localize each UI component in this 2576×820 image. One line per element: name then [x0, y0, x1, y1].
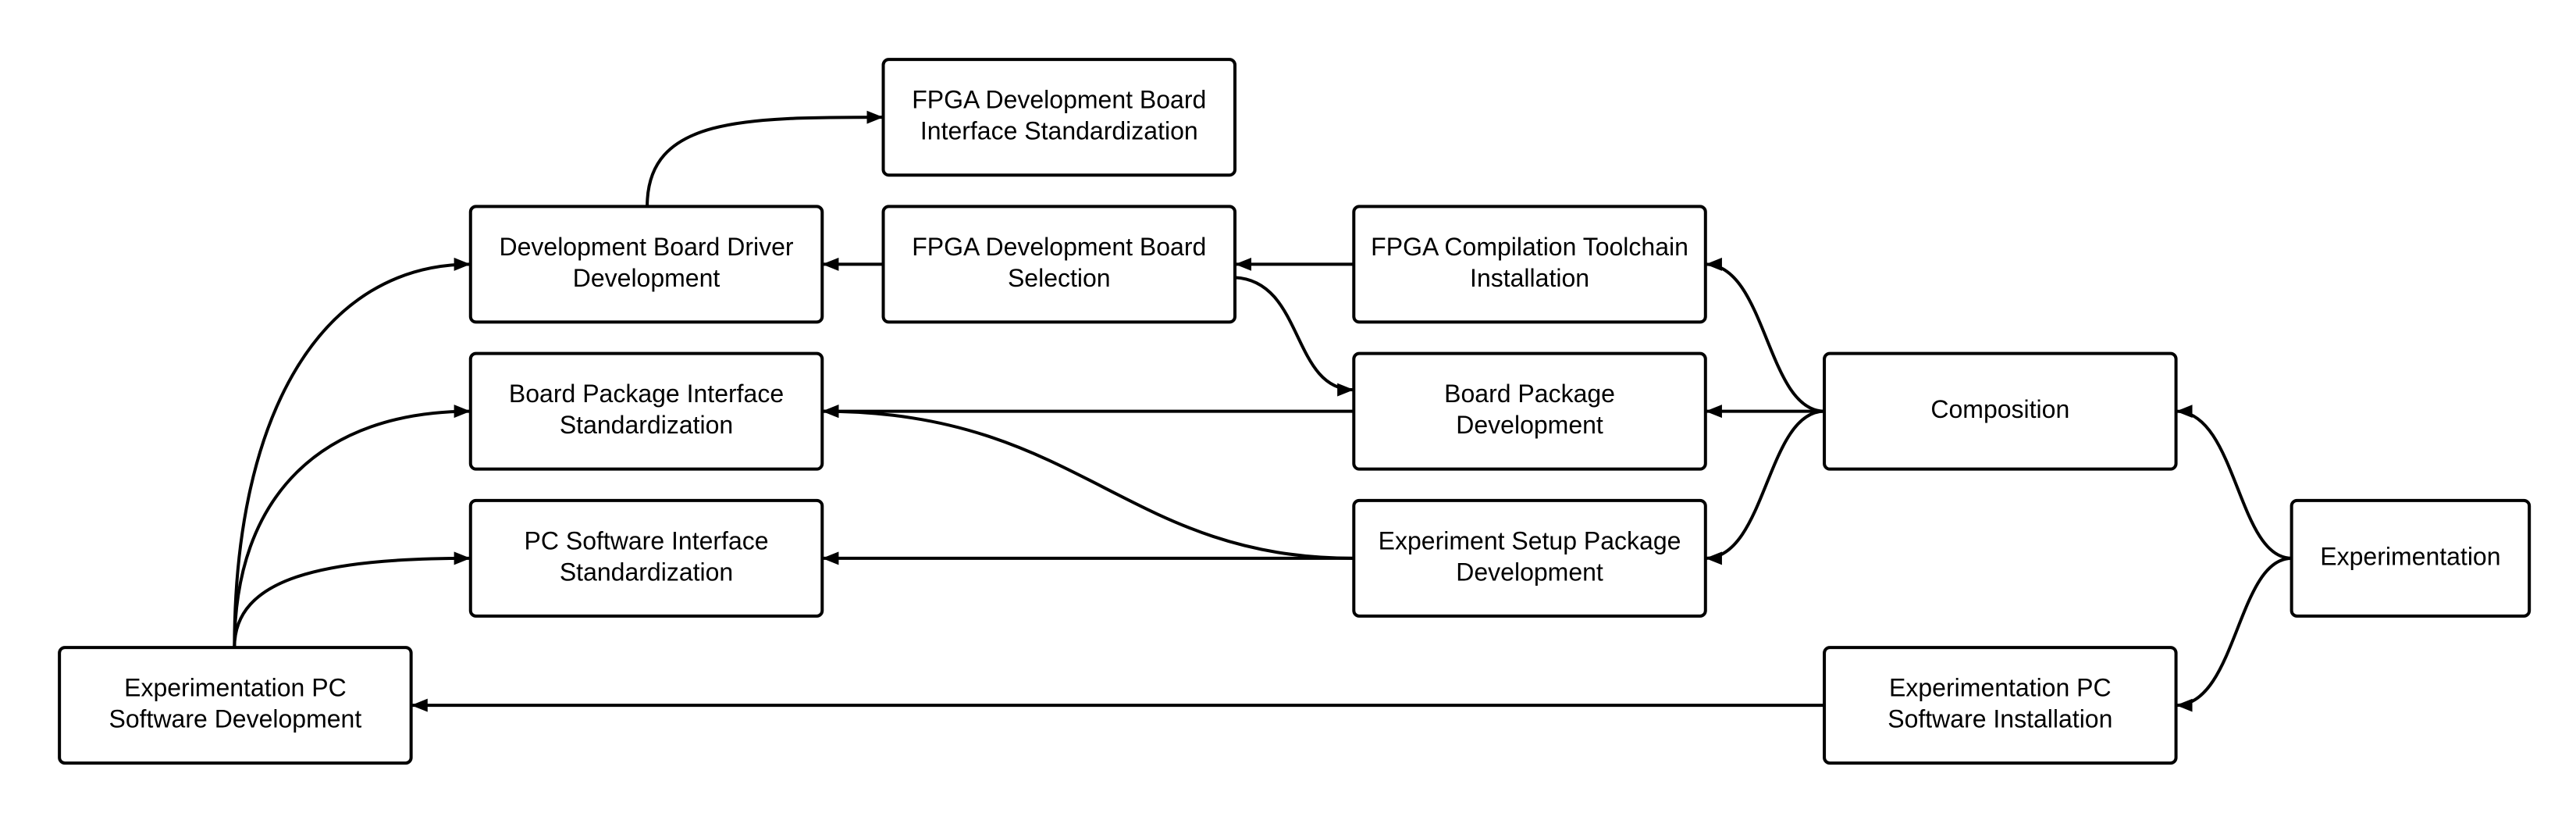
node-label-line: Installation [1470, 264, 1589, 292]
node-label-line: Development [1456, 411, 1603, 439]
edge-exp-pc-sw-dev-to-board-pkg-interface-std [234, 405, 470, 647]
node-label-line: PC Software Interface [525, 526, 769, 554]
node-exp-pc-sw-dev: Experimentation PC Software Development [58, 646, 413, 765]
node-label-line: Experimentation PC [1889, 674, 2112, 702]
node-label-line: Software Installation [1888, 705, 2112, 733]
edge-exp-pc-sw-dev-to-pc-sw-interface-std [234, 551, 470, 647]
edge-experimentation-to-exp-pc-sw-install [2176, 558, 2292, 712]
node-label-line: Experimentation [2320, 542, 2500, 570]
node-label-line: Development [573, 264, 720, 292]
node-box [468, 498, 824, 618]
node-label-line: Development Board Driver [499, 233, 793, 261]
node-label-line: Interface Standardization [920, 117, 1198, 145]
edge-fpga-selection-to-board-pkg-dev [1235, 277, 1354, 397]
node-label-line: Board Package Interface [509, 380, 784, 408]
node-experimentation: Experimentation [2290, 498, 2532, 618]
node-box [1823, 646, 2178, 765]
edge-driver-dev-to-fpga-interface-std [647, 110, 883, 206]
node-box [1352, 205, 1707, 324]
node-label-line: FPGA Development Board [912, 86, 1206, 114]
node-label-line: Board Package [1444, 380, 1615, 408]
edge-composition-to-toolchain-install [1706, 257, 1824, 411]
node-label-line: Standardization [560, 558, 733, 586]
edge-exp-pc-sw-dev-to-driver-dev [234, 257, 470, 647]
node-box [881, 58, 1237, 177]
node-box [1823, 351, 2178, 471]
node-label-line: Experiment Setup Package [1379, 526, 1681, 554]
node-box [881, 205, 1237, 324]
node-box [468, 205, 824, 324]
edge-composition-to-exp-setup-pkg-dev [1706, 412, 1824, 565]
node-label-line: Selection [1008, 264, 1111, 292]
node-box [1352, 351, 1707, 471]
node-box [468, 351, 824, 471]
node-box [1352, 498, 1707, 618]
edge-exp-setup-pkg-dev-to-board-pkg-interface-std [822, 405, 1354, 558]
node-label-line: Composition [1930, 395, 2069, 423]
node-label-line: FPGA Development Board [912, 233, 1206, 261]
edges [234, 110, 2292, 712]
node-label-line: Experimentation PC [124, 674, 347, 702]
node-label-line: Development [1456, 558, 1603, 586]
edge-experimentation-to-composition [2176, 405, 2292, 558]
node-label-line: FPGA Compilation Toolchain [1371, 233, 1688, 261]
node-composition: Composition [1823, 351, 2178, 471]
node-exp-pc-sw-install: Experimentation PC Software Installation [1823, 646, 2178, 765]
node-label-line: Standardization [560, 411, 733, 439]
node-box [58, 646, 413, 765]
node-box [2290, 498, 2532, 618]
node-label-line: Software Development [109, 705, 362, 733]
